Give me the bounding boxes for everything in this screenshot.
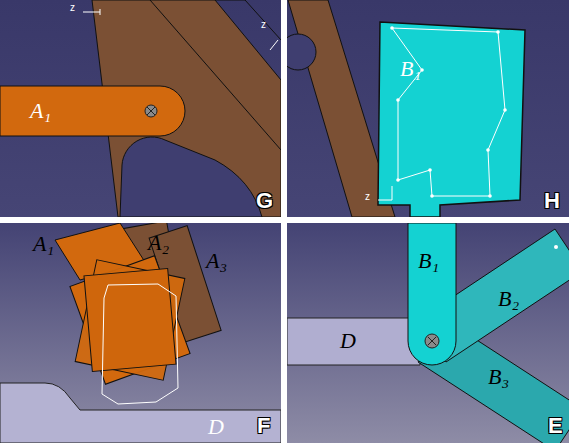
panel-letter: H	[544, 190, 560, 212]
part-label: A₂	[148, 232, 169, 254]
panel-g	[0, 0, 281, 217]
part-label: B₁	[418, 250, 439, 272]
panel-e	[287, 223, 569, 443]
panel-h	[287, 0, 569, 217]
panel-letter: F	[257, 415, 270, 437]
part-label: B₁	[400, 58, 421, 80]
part-label: D	[340, 330, 356, 352]
panel-letter: G	[256, 190, 273, 212]
part-label: A₃	[206, 250, 227, 272]
part-label: D	[208, 416, 224, 438]
axis-label: z	[365, 192, 370, 202]
part-label: B₂	[498, 288, 519, 310]
panel-f	[0, 223, 281, 443]
axis-label: z	[261, 20, 266, 30]
part-label: B₃	[488, 366, 509, 388]
part-label: A₁	[33, 233, 54, 255]
panel-letter: E	[548, 415, 563, 437]
part-label: A₁	[30, 100, 51, 122]
axis-label: z	[70, 3, 75, 13]
